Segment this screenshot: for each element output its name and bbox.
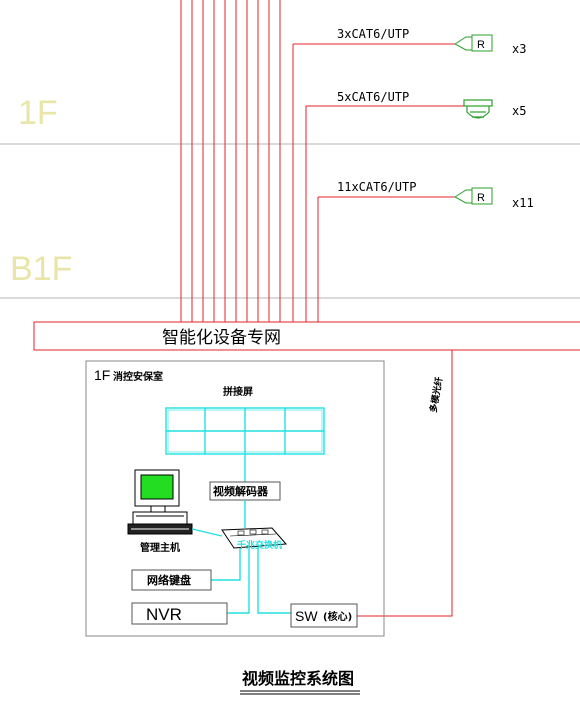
cable-label-1: 3xCAT6/UTP (337, 27, 409, 41)
floor-label-1f: 1F (18, 94, 58, 132)
camera-letter-3: R (477, 192, 485, 204)
core-switch-label: SW (295, 608, 318, 624)
riser-cables (180, 0, 319, 322)
private-network-bar (33, 321, 580, 351)
cable-label-3: 11xCAT6/UTP (337, 180, 416, 194)
cable-label-2: 5xCAT6/UTP (337, 90, 409, 104)
switch-downlinks (211, 548, 291, 614)
camera-branch-3: 11xCAT6/UTP R x11 (318, 180, 534, 210)
host-label: 管理主机 (140, 541, 180, 554)
workstation-icon (127, 469, 193, 535)
keyboard-box (131, 569, 212, 591)
decoder-label: 视频解码器 (213, 484, 269, 498)
video-wall-label: 拼接屏 (223, 385, 253, 398)
dome-camera-icon (463, 99, 493, 119)
host-switch-link (191, 528, 223, 537)
core-switch-note: (核心) (323, 610, 352, 623)
control-room-box (85, 360, 385, 637)
camera-letter-1: R (477, 39, 485, 51)
video-wall (165, 407, 325, 455)
floor-label-b1f: B1F (10, 250, 72, 288)
camera-branch-2: 5xCAT6/UTP x5 (306, 90, 526, 119)
bullet-camera-icon: R (454, 34, 493, 52)
switch-icon (221, 527, 288, 549)
bullet-camera-icon: R (454, 187, 493, 205)
diagram-title: 视频监控系统图 (242, 669, 354, 688)
camera-count-3: x11 (512, 196, 534, 210)
nvr-box (131, 602, 228, 625)
camera-count-2: x5 (512, 104, 526, 118)
core-switch-box (290, 603, 358, 628)
nvr-label: NVR (146, 605, 182, 624)
fiber-label: 多模光纤 (427, 376, 445, 414)
control-room-name: 消控安保室 (113, 370, 163, 383)
control-room-floor: 1F (94, 367, 110, 383)
private-network-label: 智能化设备专网 (162, 328, 281, 348)
switch-label: 千兆交换机 (237, 539, 282, 551)
fiber-link (357, 350, 453, 617)
keyboard-label: 网络键盘 (147, 573, 191, 587)
camera-count-1: x3 (512, 42, 526, 56)
camera-branch-1: 3xCAT6/UTP R x3 (293, 27, 526, 56)
